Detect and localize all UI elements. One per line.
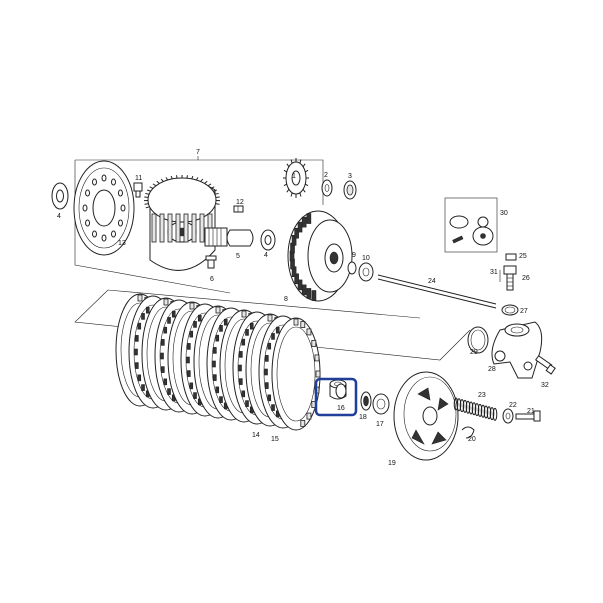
label-part-29: 29 [470,349,478,356]
part-19-pressure-plate [393,371,459,461]
part-27-o-ring [501,304,519,316]
label-part-25: 25 [519,253,527,260]
label-part-10: 10 [362,255,370,262]
label-part-15: 15 [271,436,279,443]
part-21-bolt [515,410,541,422]
part-3-bushing [343,180,357,200]
label-part-2: 2 [324,172,328,179]
part-11-bolt [133,182,143,198]
label-part-17: 17 [376,421,384,428]
part-24-push-rod [377,274,497,309]
label-part-1: 1 [292,173,296,180]
part-12-pin [233,205,244,213]
part-17-bearing [372,393,390,415]
part-26-screw [503,265,517,291]
label-part-8: 8 [284,296,288,303]
label-part-5: 5 [236,253,240,260]
clutch-plate-stack [115,293,321,431]
label-part-19: 19 [388,460,396,467]
part-32-bolt [535,355,556,375]
label-part-28: 28 [488,366,496,373]
part-5-gear-and-spacer [204,227,254,247]
part-16-highlight-box [314,377,358,417]
part-16-spacer [329,379,347,400]
part-8-clutch-hub [287,210,353,302]
label-part-18: 18 [359,414,367,421]
label-part-14: 14 [252,432,260,439]
label-part-4a: 4 [57,213,61,220]
part-30-seal-kit [444,197,498,253]
part-6-bolt [205,255,217,269]
clutch-basket [144,175,220,271]
label-part-3: 3 [348,173,352,180]
label-part-12: 12 [236,199,244,206]
part-9-ring [347,261,357,275]
label-part-32: 32 [541,382,549,389]
label-part-7: 7 [196,149,200,156]
label-part-23: 23 [478,392,486,399]
part-4-washer-right [260,229,276,251]
part-4-washer-left [51,182,69,210]
label-part-4b: 4 [264,252,268,259]
label-part-21: 21 [527,408,535,415]
part-10-nut [358,262,374,282]
label-part-6: 6 [210,276,214,283]
label-part-16: 16 [337,405,345,412]
label-part-30: 30 [500,210,508,217]
label-part-20: 20 [468,436,476,443]
part-13-sprocket-disc [73,160,135,256]
part-2-washer [321,179,333,197]
label-part-31: 31 [490,269,498,276]
part-labels: 7 4 11 1 2 3 12 13 5 4 6 8 9 10 24 30 25… [57,149,549,467]
label-part-9: 9 [352,252,356,259]
part-1-gear [283,158,309,198]
label-part-27: 27 [520,308,528,315]
part-28-housing [491,321,543,379]
part-29-gasket [467,326,489,354]
label-part-11: 11 [135,175,142,182]
part-22-washer [502,408,514,424]
clutch-plate [271,317,321,431]
label-part-13: 13 [118,240,126,247]
part-20-circlip [461,426,475,439]
part-25-cap [505,253,517,261]
label-part-26: 26 [522,275,530,282]
part-23-spring [453,397,498,421]
label-part-22: 22 [509,402,517,409]
label-part-24: 24 [428,278,436,285]
part-18-washer [360,391,372,411]
